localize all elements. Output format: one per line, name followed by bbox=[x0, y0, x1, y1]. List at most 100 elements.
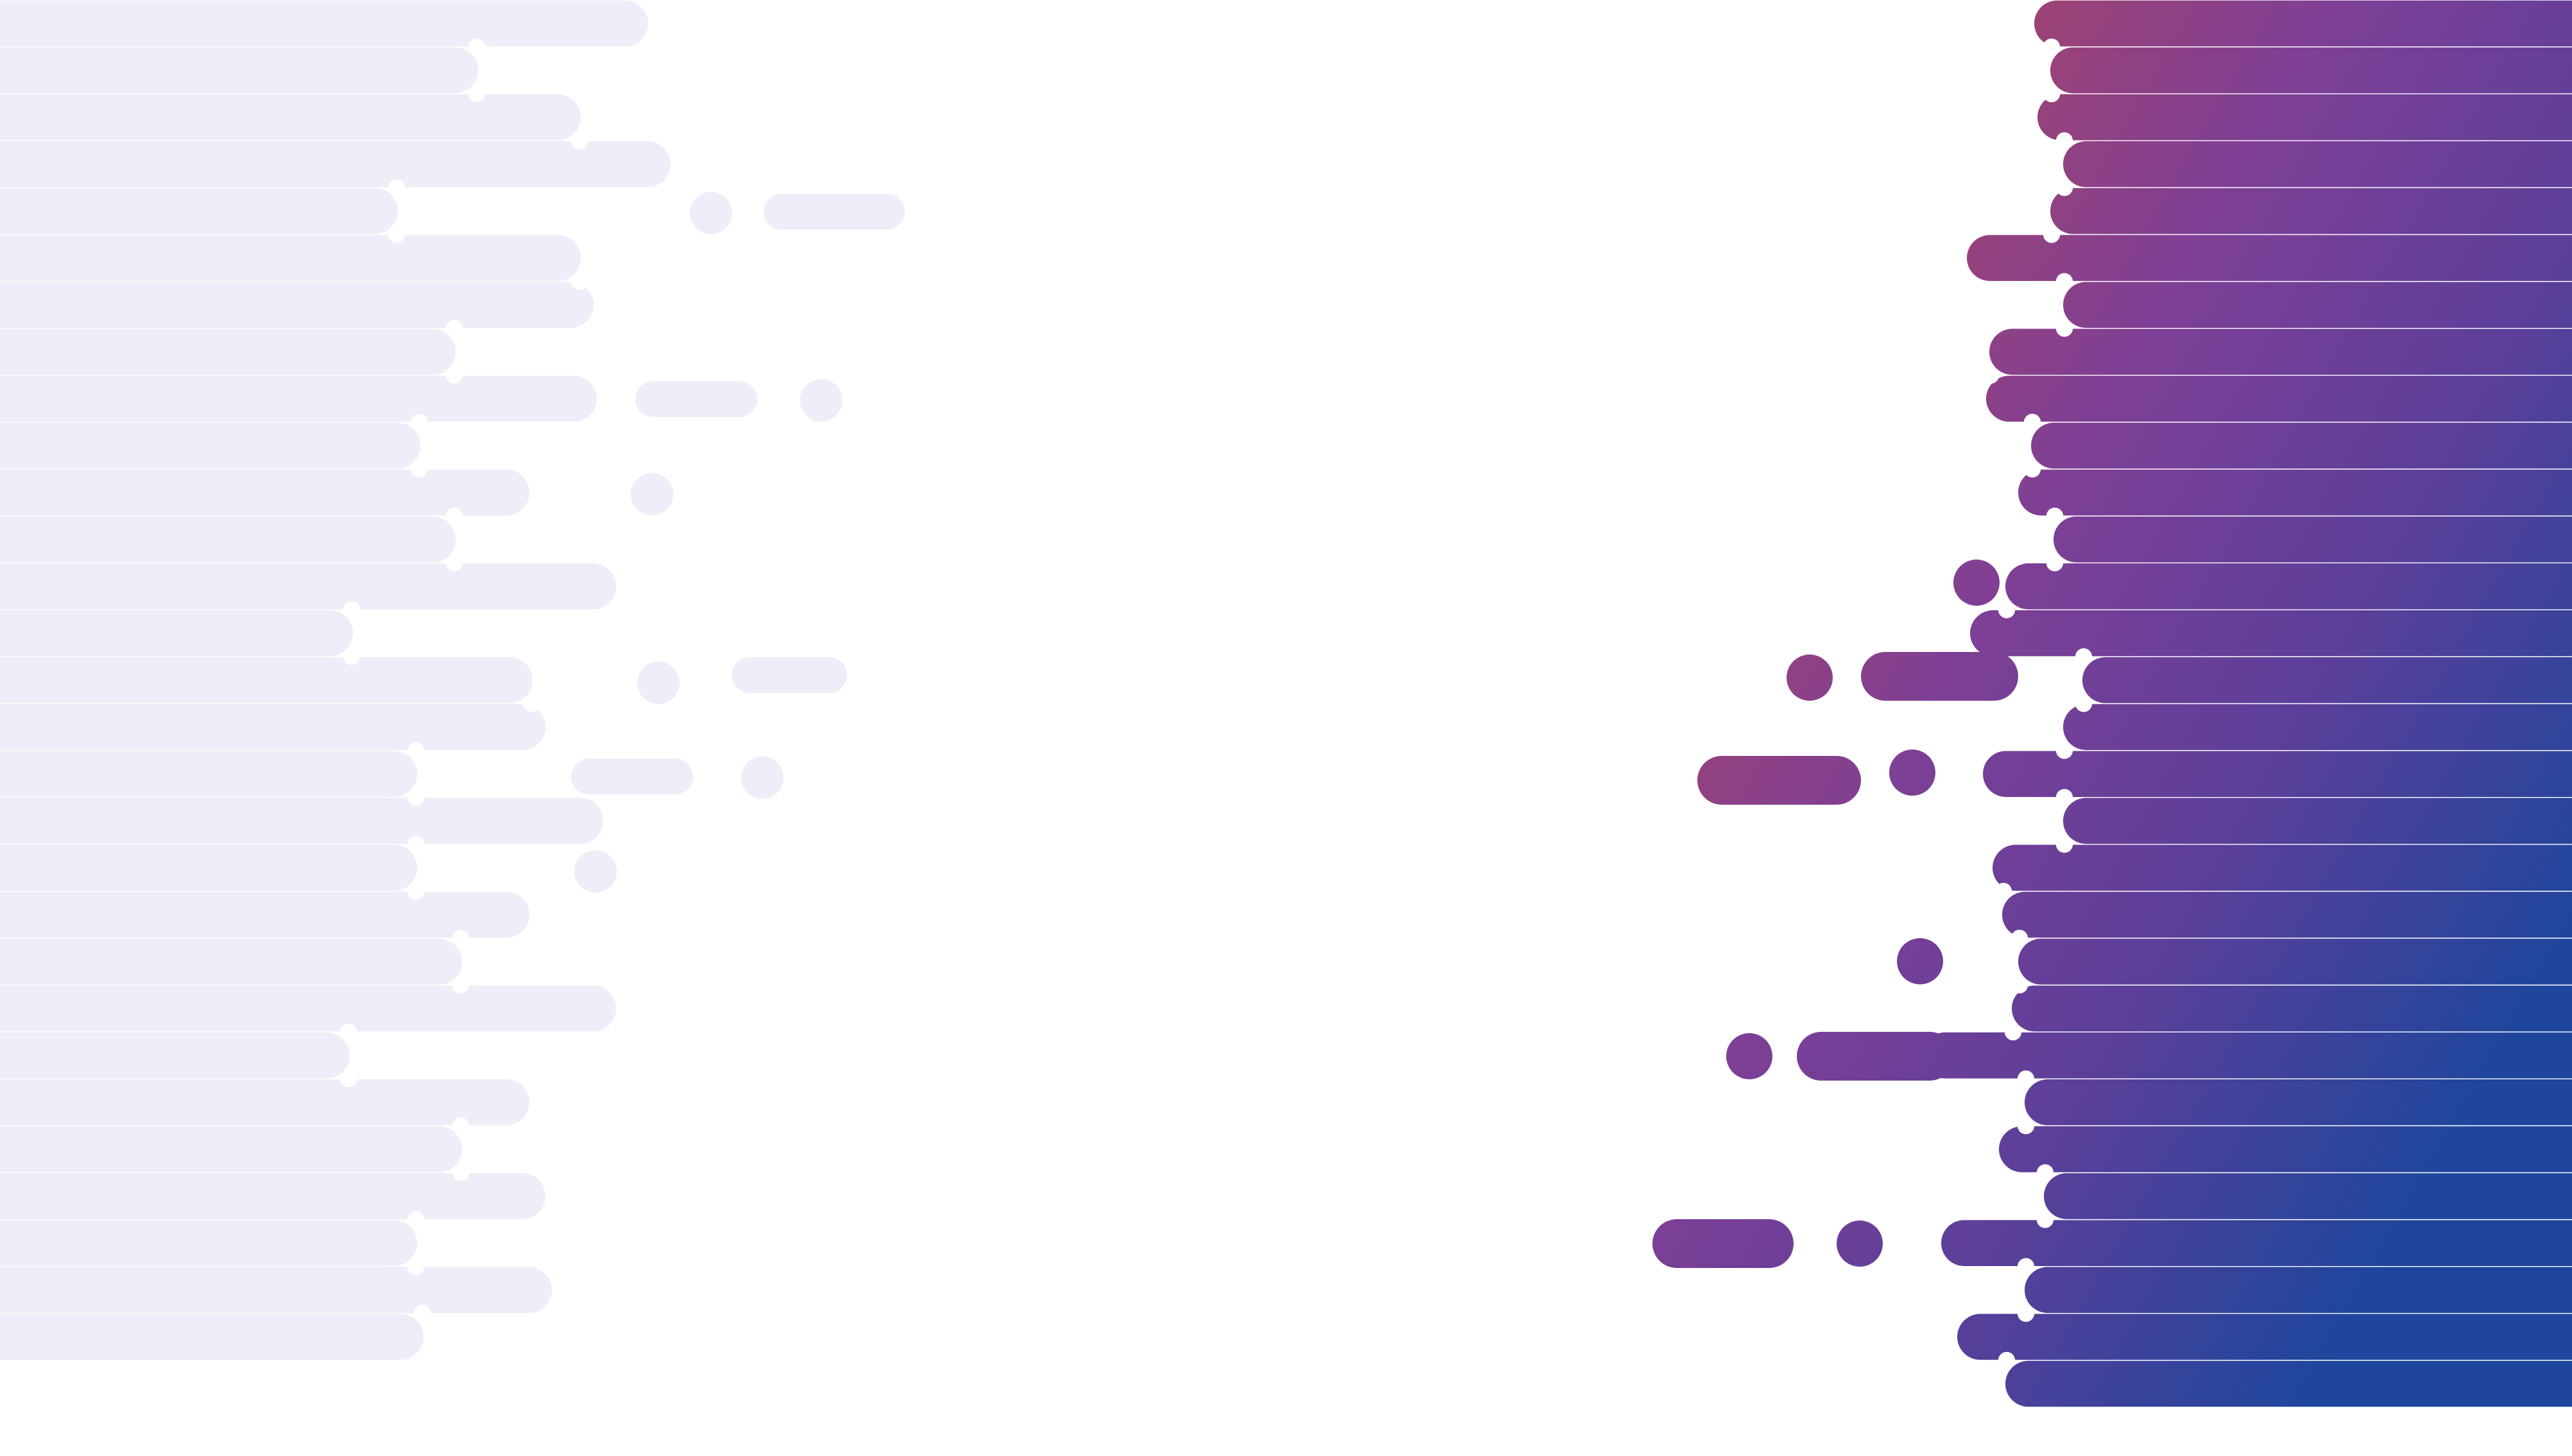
left-notch bbox=[452, 1164, 470, 1181]
right-wave-bar bbox=[1993, 844, 2572, 891]
right-notch bbox=[1994, 882, 2012, 900]
left-wave-bar bbox=[0, 704, 545, 750]
left-wave-bar bbox=[0, 235, 581, 281]
left-floating-dot bbox=[800, 379, 843, 422]
right-decoration bbox=[1652, 0, 2572, 1407]
right-notch bbox=[2043, 85, 2061, 103]
left-wave-bar bbox=[0, 94, 581, 141]
right-wave-bar bbox=[1999, 1126, 2572, 1172]
right-wave-bar bbox=[2063, 282, 2572, 328]
left-notch bbox=[570, 132, 588, 150]
left-notch bbox=[445, 554, 463, 572]
right-wave-bar bbox=[2025, 1267, 2572, 1314]
left-notch bbox=[413, 1305, 431, 1322]
left-notch bbox=[407, 882, 425, 900]
right-wave-bar bbox=[2005, 563, 2572, 610]
right-notch bbox=[2055, 789, 2073, 806]
left-wave-bar bbox=[0, 516, 456, 563]
right-wave-bar bbox=[1967, 235, 2572, 281]
right-notch bbox=[2017, 1258, 2035, 1275]
left-notch bbox=[410, 460, 428, 478]
left-notch bbox=[407, 742, 425, 759]
right-notch bbox=[2075, 648, 2093, 665]
left-wave-bar bbox=[0, 422, 420, 469]
right-notch bbox=[2036, 1211, 2054, 1228]
right-floating-dot bbox=[1787, 655, 1833, 701]
right-wave-bar bbox=[2053, 516, 2572, 563]
right-notch bbox=[2055, 273, 2073, 290]
left-notch bbox=[388, 226, 406, 243]
right-notch bbox=[2010, 976, 2028, 994]
right-notch bbox=[2043, 226, 2061, 243]
left-notch bbox=[339, 1070, 357, 1088]
right-wave-bar bbox=[2044, 1173, 2572, 1219]
left-wave-bar bbox=[0, 188, 398, 234]
right-wave-bar bbox=[2063, 798, 2572, 844]
right-notch bbox=[2036, 1164, 2054, 1181]
left-wave-bar bbox=[0, 891, 529, 938]
right-notch bbox=[2046, 554, 2064, 572]
right-notch bbox=[2017, 1117, 2035, 1135]
right-wave-bar bbox=[1989, 329, 2572, 375]
right-notch bbox=[2023, 460, 2041, 478]
right-wave-bar bbox=[2002, 891, 2572, 938]
right-wave-bar bbox=[2063, 704, 2572, 750]
right-floating-pill bbox=[1697, 756, 1861, 805]
right-floating-dot bbox=[1953, 560, 2000, 606]
left-wave-bar bbox=[0, 657, 533, 703]
left-wave-bar bbox=[0, 469, 529, 516]
right-wave-bar bbox=[2012, 985, 2572, 1032]
right-notch bbox=[1998, 601, 2016, 619]
left-wave-bar bbox=[0, 844, 417, 891]
right-wave-bar bbox=[2034, 0, 2572, 47]
right-wave-bar bbox=[2018, 938, 2572, 985]
right-wave-bar bbox=[2050, 188, 2572, 234]
left-wave-bar bbox=[0, 1079, 529, 1126]
right-wave-bar bbox=[1957, 1314, 2572, 1360]
right-wave-bar bbox=[2018, 469, 2572, 516]
right-floating-pill bbox=[1652, 1219, 1794, 1268]
left-floating-pill bbox=[764, 194, 905, 230]
right-notch bbox=[2017, 1070, 2035, 1088]
right-floating-pill bbox=[1797, 1032, 1954, 1081]
left-wave-bar bbox=[0, 47, 478, 94]
right-wave-bar bbox=[2050, 47, 2572, 94]
left-notch bbox=[343, 648, 361, 665]
right-wave-bar bbox=[2063, 141, 2572, 187]
right-notch bbox=[1998, 1351, 2016, 1369]
left-wave-bar bbox=[0, 751, 417, 797]
left-notch bbox=[570, 273, 588, 290]
right-floating-dot bbox=[1897, 938, 1943, 984]
left-floating-dot bbox=[574, 850, 617, 893]
right-wave-bar bbox=[1986, 375, 2572, 422]
left-decoration bbox=[0, 0, 905, 1360]
left-wave-bar bbox=[0, 985, 616, 1032]
right-wave-bar bbox=[1983, 751, 2572, 797]
left-wave-bar bbox=[0, 610, 353, 656]
left-notch bbox=[445, 320, 463, 337]
left-notch bbox=[388, 179, 406, 196]
left-wave-bar bbox=[0, 938, 462, 985]
left-wave-bar bbox=[0, 0, 648, 47]
left-floating-pill bbox=[571, 758, 693, 794]
right-wave-bar bbox=[1941, 1220, 2572, 1266]
left-notch bbox=[339, 1023, 357, 1041]
right-floating-dot bbox=[1837, 1220, 1883, 1267]
right-notch bbox=[2075, 695, 2093, 712]
right-notch bbox=[2046, 507, 2064, 525]
left-floating-dot bbox=[741, 757, 784, 799]
left-notch bbox=[407, 835, 425, 853]
left-wave-bar bbox=[0, 1220, 417, 1266]
right-notch bbox=[2010, 929, 2028, 947]
right-notch bbox=[2043, 38, 2061, 56]
left-wave-bar bbox=[0, 1173, 545, 1219]
left-notch bbox=[407, 1211, 425, 1228]
left-floating-dot bbox=[637, 662, 680, 704]
left-wave-bar bbox=[0, 1267, 552, 1314]
left-floating-dot bbox=[690, 192, 732, 234]
right-floating-pill bbox=[1861, 652, 2018, 701]
left-wave-bar bbox=[0, 141, 671, 187]
left-notch bbox=[452, 976, 470, 994]
